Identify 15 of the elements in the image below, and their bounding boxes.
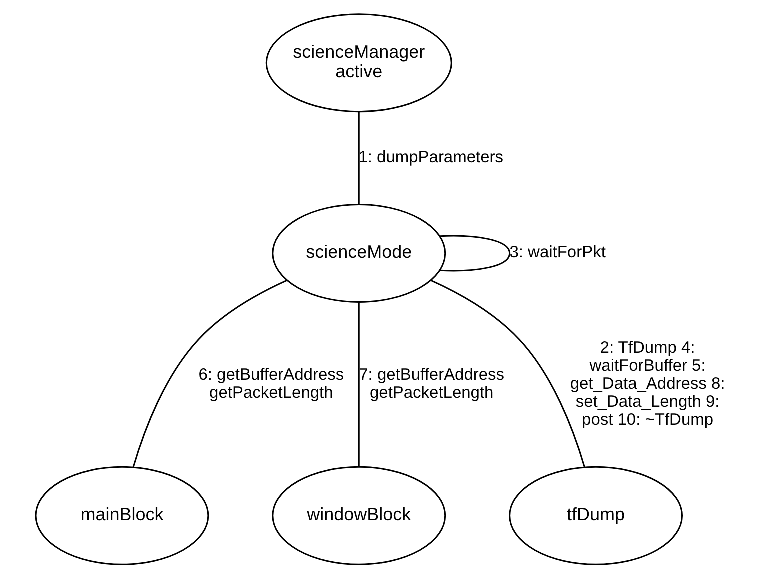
node-ellipse: windowBlock [272, 466, 446, 566]
node-ellipse: mainBlock [34, 466, 209, 566]
connector [440, 235, 510, 272]
edge-label: 7: getBufferAddress getPacketLength [358, 366, 504, 402]
edge-label: 6: getBufferAddress getPacketLength [198, 366, 344, 402]
edge-label: 2: TfDump 4: waitForBuffer 5: get_Data_Address 8: set_Data_Length 9: post 10: ~TfDump [570, 338, 725, 429]
edge-label: 1: dumpParameters [358, 148, 503, 166]
connector [358, 112, 360, 205]
node-ellipse: scienceManager active [265, 14, 452, 113]
node-ellipse: scienceMode [272, 204, 446, 303]
edge-label: 3: waitForPkt [509, 244, 606, 262]
connector [132, 280, 287, 468]
connector [358, 302, 360, 468]
node-ellipse: tfDump [508, 466, 683, 566]
connector [430, 280, 585, 468]
